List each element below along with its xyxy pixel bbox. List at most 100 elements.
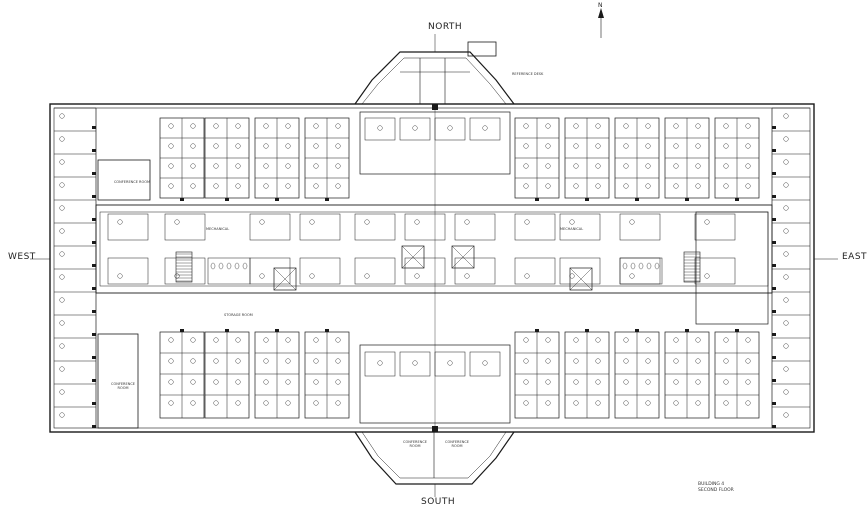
room-number-marker: [213, 337, 219, 343]
corridor-room: [454, 257, 496, 285]
room-number-marker: [263, 163, 269, 169]
column: [772, 287, 776, 290]
room-number-marker: [235, 379, 241, 385]
room-number-marker: [673, 163, 679, 169]
column: [92, 333, 96, 336]
room-number-marker: [723, 123, 729, 129]
room-number-marker: [523, 379, 529, 385]
room-number-marker: [235, 183, 241, 189]
central-corridor-inner: [99, 211, 769, 287]
room-number-marker: [263, 358, 269, 364]
room-number-marker: [117, 273, 123, 279]
column: [772, 218, 776, 221]
room-number-marker: [595, 163, 601, 169]
corridor-room: [299, 257, 341, 285]
column: [92, 195, 96, 198]
room-number-marker: [59, 136, 65, 142]
room-number-marker: [377, 125, 383, 131]
column: [92, 264, 96, 267]
room-number-marker: [263, 400, 269, 406]
room-number-marker: [59, 274, 65, 280]
room-number-marker: [313, 400, 319, 406]
core-office: [399, 351, 431, 377]
room-number-marker: [723, 400, 729, 406]
column: [772, 172, 776, 175]
column: [772, 379, 776, 382]
room-number-marker: [645, 143, 651, 149]
column: [772, 310, 776, 313]
room-number-marker: [482, 125, 488, 131]
room-number-marker: [59, 366, 65, 372]
wall: [451, 245, 475, 269]
room-number-marker: [623, 143, 629, 149]
core-office: [434, 351, 466, 377]
restroom-fixture: [646, 262, 652, 270]
column: [275, 329, 279, 332]
column: [772, 149, 776, 152]
room-number-marker: [745, 379, 751, 385]
corridor-room: [559, 257, 601, 285]
north-label: NORTH: [428, 22, 463, 32]
room-number-marker: [59, 182, 65, 188]
column: [772, 333, 776, 336]
room-number-marker: [595, 337, 601, 343]
room-number-marker: [412, 125, 418, 131]
room-number-marker: [783, 205, 789, 211]
south-entry-right-label: CONFERENCE ROOM: [445, 440, 469, 448]
room-number-marker: [414, 219, 420, 225]
room-number-marker: [523, 337, 529, 343]
column: [180, 198, 184, 201]
room-number-marker: [673, 400, 679, 406]
room-number-marker: [645, 358, 651, 364]
column: [92, 218, 96, 221]
west-conference-label: CONFERENCE ROOM: [113, 180, 151, 184]
room-number-marker: [168, 123, 174, 129]
wall: [401, 245, 425, 269]
room-number-marker: [623, 163, 629, 169]
room-number-marker: [213, 183, 219, 189]
room-number-marker: [168, 143, 174, 149]
room-number-marker: [447, 125, 453, 131]
room-number-marker: [168, 337, 174, 343]
room-number-marker: [523, 123, 529, 129]
room-number-marker: [745, 143, 751, 149]
room-number-marker: [168, 400, 174, 406]
room-number-marker: [59, 320, 65, 326]
room-number-marker: [168, 379, 174, 385]
room-number-marker: [285, 358, 291, 364]
restroom-fixture: [226, 262, 232, 270]
room-number-marker: [573, 143, 579, 149]
north-annex-stair: [467, 41, 497, 57]
room-number-marker: [783, 412, 789, 418]
room-number-marker: [59, 389, 65, 395]
room-number-marker: [545, 337, 551, 343]
room-number-marker: [364, 219, 370, 225]
column: [685, 198, 689, 201]
room-number-marker: [783, 343, 789, 349]
stairwell: [683, 251, 701, 283]
room-number-marker: [263, 123, 269, 129]
room-number-marker: [235, 123, 241, 129]
room-number-marker: [168, 163, 174, 169]
mechanical-right-label: MECHANICAL: [560, 227, 584, 231]
room-number-marker: [364, 273, 370, 279]
room-number-marker: [623, 400, 629, 406]
column: [772, 126, 776, 129]
room-number-marker: [414, 273, 420, 279]
room-number-marker: [783, 228, 789, 234]
restroom-fixture: [218, 262, 224, 270]
south-annex-wall: [354, 431, 515, 485]
room-number-marker: [59, 205, 65, 211]
room-number-marker: [623, 358, 629, 364]
east-large-room: [695, 211, 769, 325]
room-number-marker: [335, 379, 341, 385]
room-number-marker: [335, 163, 341, 169]
room-number-marker: [545, 358, 551, 364]
room-number-marker: [645, 379, 651, 385]
restroom-fixture: [654, 262, 660, 270]
column: [225, 329, 229, 332]
room-number-marker: [313, 183, 319, 189]
room-number-marker: [335, 183, 341, 189]
north-arrow-head: [598, 8, 604, 18]
room-number-marker: [645, 123, 651, 129]
